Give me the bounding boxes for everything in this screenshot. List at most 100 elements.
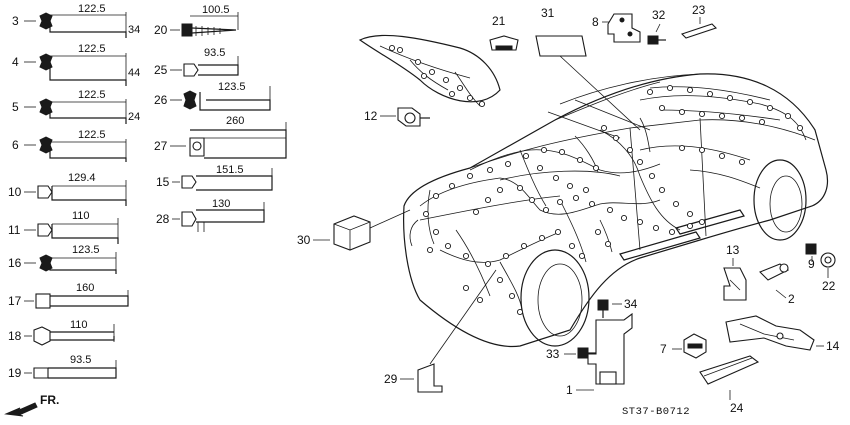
part-number-label: 30 [297,233,311,247]
clip-part-15[interactable]: 15 151.5 [156,164,273,191]
harness-connector-icon [486,166,494,174]
clip-length-label: 93.5 [204,47,225,59]
clip-length-label: 93.5 [70,354,91,366]
clip-head-icon [39,136,53,154]
part-14-harness-holder[interactable]: 14 [725,315,840,353]
harness-connector-icon [746,98,754,106]
clip-hole-icon [192,141,202,151]
part-29-bracket[interactable]: 29 [384,269,497,393]
clip-part-18[interactable]: 18 110 [8,319,115,346]
part-number-label: 14 [826,339,840,353]
clip-head-icon [181,23,193,37]
part-number-label: 23 [692,3,706,17]
clip-part-17[interactable]: 17 160 [8,282,129,309]
clip-part-16[interactable]: 16 123.5 [8,244,117,274]
clip-part-4[interactable]: 4 122.5 44 [12,43,140,86]
harness-connector-icon [508,292,516,300]
clip-head-icon [37,185,53,199]
harness-connector-icon [620,214,628,222]
harness-connector-icon [414,58,422,66]
part-9-bolt[interactable]: 9 [805,243,817,271]
clip-part-3[interactable]: 3 122.5 34 [12,3,140,38]
harness-connector-icon [504,160,512,168]
clip-part-26[interactable]: 26 123.5 [154,81,271,111]
part-number-label: 11 [8,223,21,237]
part-30-box[interactable]: 30 [297,209,411,251]
part-number-label: 20 [154,23,168,37]
clip-part-11[interactable]: 11 110 [8,210,119,244]
harness-connector-icon [568,242,576,250]
harness-connector-icon [426,246,434,254]
part-33-bolt[interactable]: 33 [546,347,596,361]
harness-connector-icon [686,222,694,230]
part-12-holder[interactable]: 12 [364,107,430,127]
bolt-icon [597,299,609,311]
harness-connector-icon [588,200,596,208]
harness-connector-icon [496,276,504,284]
clip-head-icon [39,53,53,71]
part-number-label: 17 [8,294,22,308]
part-number-label: 13 [726,243,740,257]
clip-length-label: 110 [70,319,88,331]
clip-height-label: 34 [128,24,140,36]
harness-connector-icon [658,104,666,112]
part-2-bracket[interactable]: 2 [759,263,795,306]
part-8-bracket[interactable]: 8 [592,13,641,43]
harness-connector-icon [476,296,484,304]
middle-clip-column: 20 100.5 25 93.5 26 [154,4,287,232]
part-13-holder[interactable]: 13 [723,243,747,301]
harness-connector-icon [496,186,504,194]
clip-length-label: 260 [226,115,244,127]
part-22-nut[interactable]: 22 [820,252,836,293]
rear-wheel-icon [753,159,807,241]
clip-height-label: 44 [128,67,140,79]
part-number-label: 4 [12,55,19,69]
holder-icon [725,315,815,351]
bolt-icon [577,347,589,359]
part-7-clip[interactable]: 7 [660,333,707,359]
harness-connector-icon [636,218,644,226]
part-32-bolt[interactable]: 32 [647,8,666,45]
clip-head-icon [39,254,53,272]
harness-connector-icon [502,252,510,260]
part-1-bracket[interactable]: 1 [566,312,633,397]
harness-connector-icon [538,234,546,242]
part-number-label: 33 [546,347,560,361]
clip-part-5[interactable]: 5 122.5 24 [12,89,140,124]
part-24-cover[interactable]: 24 [699,355,760,415]
clip-part-20[interactable]: 20 100.5 [154,4,239,37]
clip-length-label: 130 [212,198,230,210]
clip-length-label: 123.5 [72,244,100,256]
harness-connector-icon [626,146,634,154]
wire-harness-routing [358,34,807,311]
part-number-label: 21 [492,14,506,28]
clip-part-10[interactable]: 10 129.4 [8,172,127,206]
harness-connector-icon [796,124,804,132]
harness-connector-icon [542,206,550,214]
harness-connector-icon [420,72,428,80]
harness-connector-icon [484,196,492,204]
part-31-pad[interactable]: 31 [535,6,641,131]
clip-part-25[interactable]: 25 93.5 [154,47,239,77]
clip-part-28[interactable]: 28 130 [156,198,265,232]
clip-part-6[interactable]: 6 122.5 [12,129,127,162]
clip-head-icon [181,211,197,227]
part-21-grommet[interactable]: 21 [489,14,519,51]
clip-part-27[interactable]: 27 260 [154,115,287,159]
part-number-label: 27 [154,139,168,153]
harness-connector-icon [606,206,614,214]
part-34-bolt[interactable]: 34 [597,297,638,318]
clip-head-icon [33,367,49,379]
harness-connector-icon [540,146,548,154]
part-number-label: 12 [364,109,378,123]
holder-icon [723,267,747,301]
part-23-clip[interactable]: 23 [680,3,718,39]
clip-length-label: 129.4 [68,172,96,184]
harness-connector-icon [658,186,666,194]
clip-part-19[interactable]: 19 93.5 [8,354,117,380]
part-number-label: 3 [12,14,19,28]
harness-connector-icon [572,194,580,202]
clip-length-label: 122.5 [78,3,106,15]
harness-connector-icon [686,86,694,94]
